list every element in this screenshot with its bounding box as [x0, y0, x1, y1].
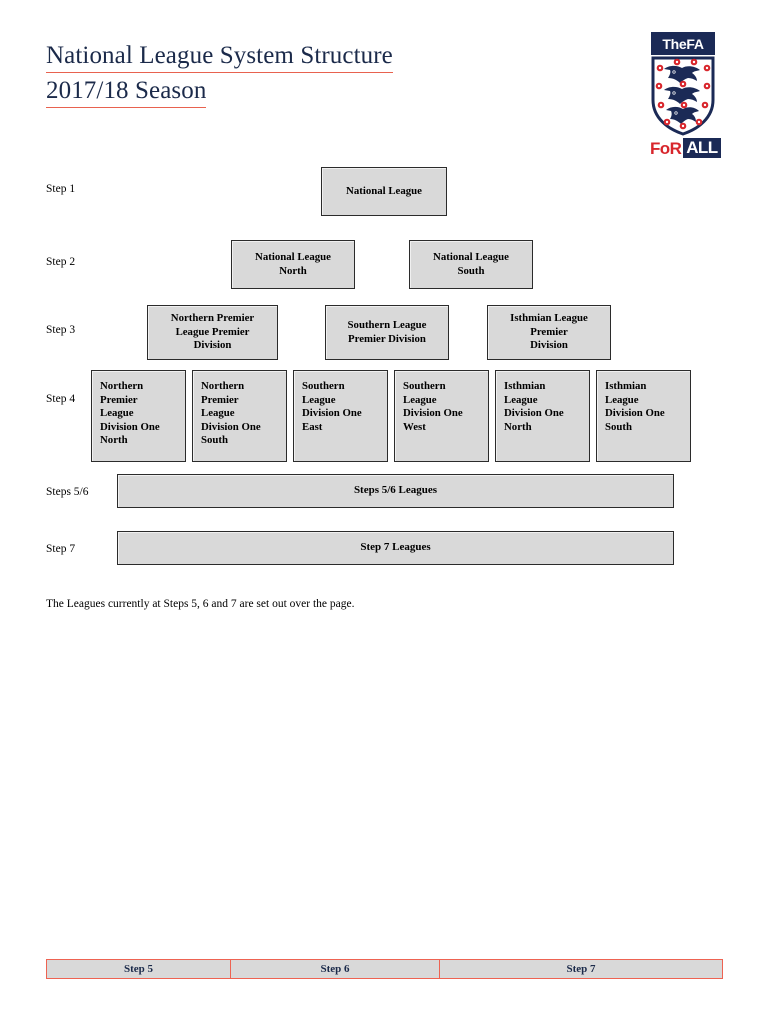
step-label-3: Step 3 [46, 324, 76, 336]
node-northern-premier-league-premier-division: Northern Premier League Premier Division [147, 305, 278, 360]
for-all-slogan-for: FoR [650, 138, 682, 158]
node-label: Southern League Division One West [403, 380, 463, 433]
node-label: Southern League Premier Division [347, 319, 427, 345]
the-fa-wordmark: TheFA [650, 31, 716, 56]
footer-cell-step-7: Step 7 [439, 960, 722, 978]
node-southern-league-division-one-west: Southern League Division One West [394, 370, 489, 462]
node-label: National League [346, 184, 422, 197]
node-label: Northern Premier League Division One Sou… [201, 380, 261, 446]
footer-cell-step-6: Step 6 [230, 960, 439, 978]
the-fa-logo: TheFA [648, 31, 721, 165]
node-label: National League North [255, 251, 331, 277]
node-step-7-leagues: Step 7 Leagues [117, 531, 674, 565]
node-label: Southern League Division One East [302, 380, 362, 433]
node-southern-league-division-one-east: Southern League Division One East [293, 370, 388, 462]
node-isthmian-league-division-one-south: Isthmian League Division One South [596, 370, 691, 462]
node-national-league-north: National League North [231, 240, 355, 289]
node-southern-league-premier-division: Southern League Premier Division [325, 305, 449, 360]
node-isthmian-league-division-one-north: Isthmian League Division One North [495, 370, 590, 462]
node-label: Isthmian League Premier Division [510, 312, 588, 352]
node-label: Steps 5/6 Leagues [353, 484, 438, 497]
footer-cell-step-5: Step 5 [123, 963, 154, 975]
node-label: Northern Premier League Division One Nor… [100, 380, 160, 446]
page-title-line-1: National League System Structure [46, 40, 393, 73]
node-northern-premier-league-division-one-south: Northern Premier League Division One Sou… [192, 370, 287, 462]
step-label-7: Step 7 [46, 543, 76, 555]
page-title: National League System Structure 2017/18… [46, 40, 466, 110]
step-label-5-6: Steps 5/6 [46, 486, 89, 498]
node-label: Isthmian League Division One North [504, 380, 564, 433]
node-national-league: National League [321, 167, 447, 216]
step-label-1: Step 1 [46, 183, 76, 195]
node-steps-5-6-leagues: Steps 5/6 Leagues [117, 474, 674, 508]
node-label: Northern Premier League Premier Division [170, 312, 255, 352]
for-all-slogan: FoR ALL [650, 136, 721, 160]
node-national-league-south: National League South [409, 240, 533, 289]
the-fa-wordmark-label: TheFA [662, 35, 704, 52]
node-label: Isthmian League Division One South [605, 380, 665, 433]
for-all-slogan-all: ALL [683, 138, 721, 158]
step-label-4: Step 4 [46, 393, 76, 405]
node-label: Step 7 Leagues [360, 541, 431, 554]
node-northern-premier-league-division-one-north: Northern Premier League Division One Nor… [91, 370, 186, 462]
page-title-line-2: 2017/18 Season [46, 75, 207, 108]
node-label: National League South [433, 251, 509, 277]
step-label-2: Step 2 [46, 256, 76, 268]
footnote-text: The Leagues currently at Steps 5, 6 and … [46, 598, 355, 610]
footer-step-table: Step 5 Step 6 Step 7 [46, 959, 723, 979]
three-lions-crest-icon [650, 56, 716, 136]
node-isthmian-league-premier-division: Isthmian League Premier Division [487, 305, 611, 360]
